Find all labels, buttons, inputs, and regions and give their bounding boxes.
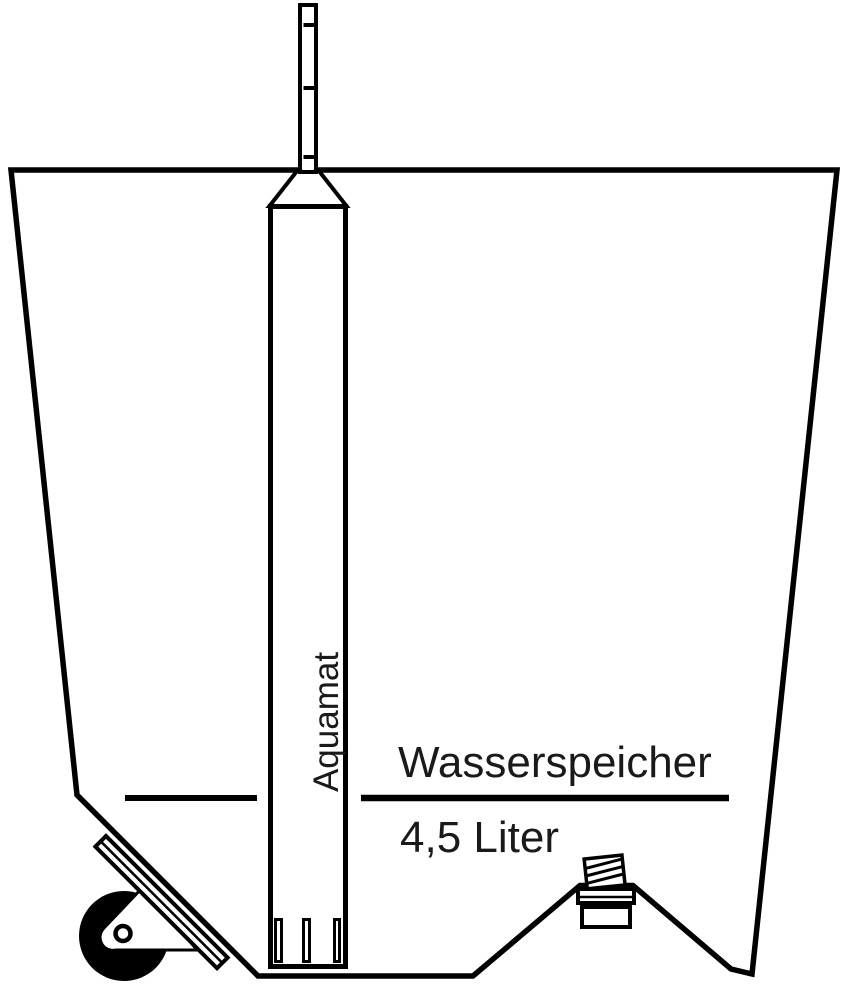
tube-slot <box>302 918 311 963</box>
aquamat-funnel <box>265 169 351 208</box>
caster-axle <box>113 923 133 944</box>
aquamat-tube <box>268 204 348 969</box>
drain-plug <box>576 853 636 929</box>
tube-slot <box>274 918 283 963</box>
label-reservoir-capacity: 4,5 Liter <box>400 813 559 862</box>
drain-plug-base <box>580 905 632 929</box>
tube-slot <box>333 918 341 963</box>
label-reservoir-title: Wasserspeicher <box>398 738 712 787</box>
label-watering-tube: Aquamat <box>307 652 346 792</box>
caster-mounting-bracket <box>92 833 231 972</box>
drain-plug-threaded-cap <box>582 853 627 891</box>
